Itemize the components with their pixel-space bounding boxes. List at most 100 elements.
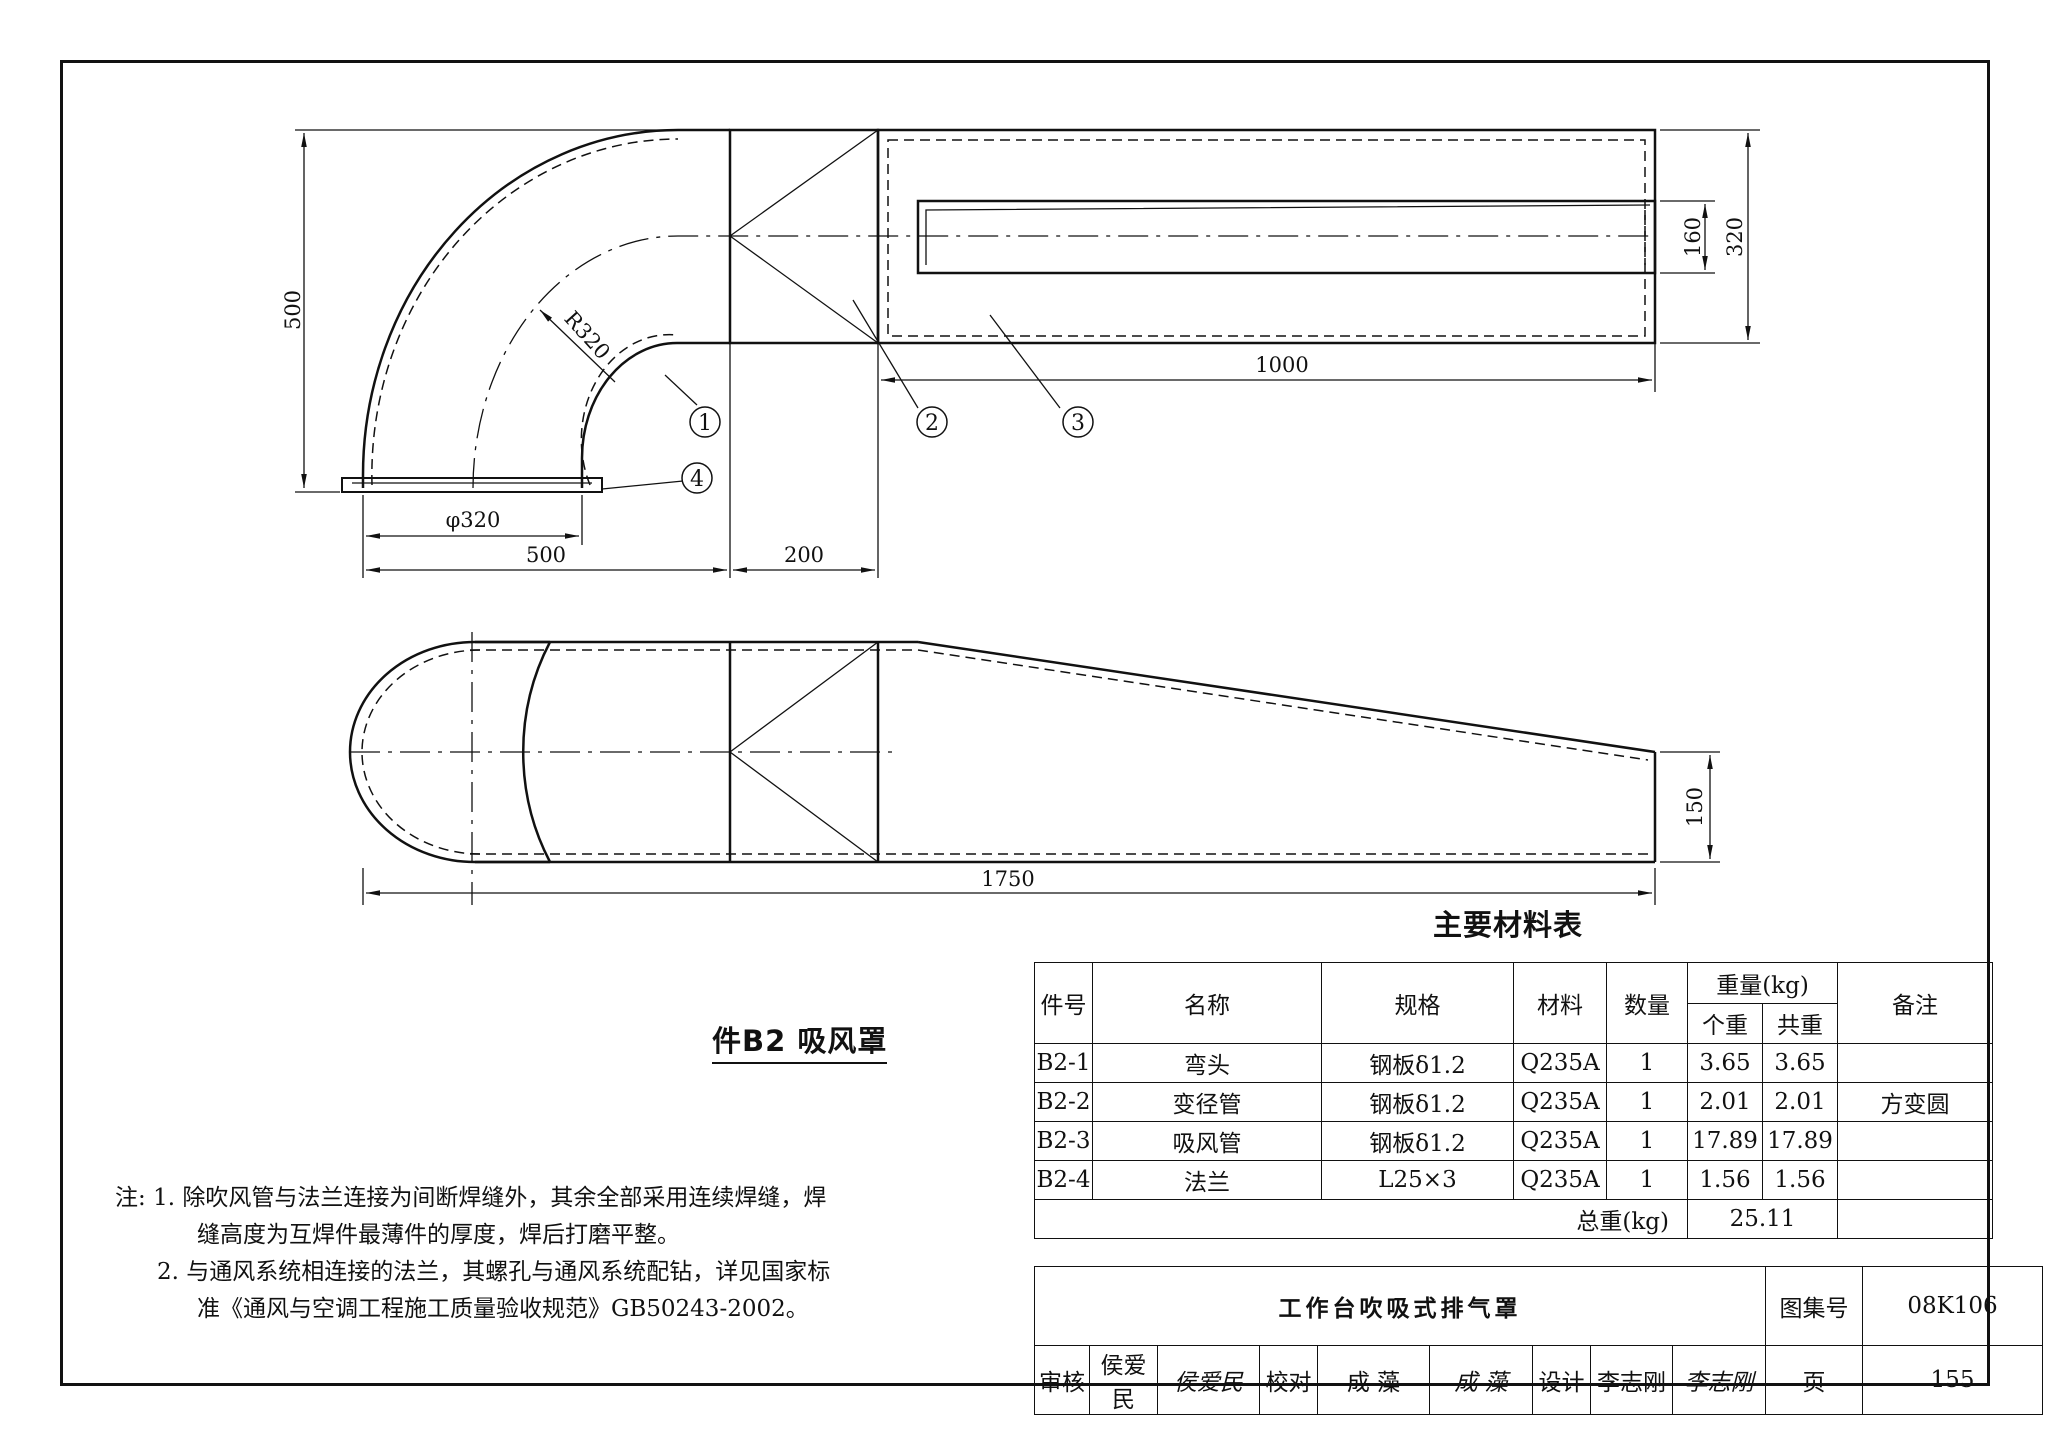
designer-name: 李志刚 xyxy=(1590,1345,1673,1415)
dim-160: 160 xyxy=(1681,217,1705,257)
top-view xyxy=(341,128,1657,493)
checker-signature: 成 藻 xyxy=(1429,1345,1533,1415)
plan-dim-labels: 150 1750 xyxy=(981,787,1707,891)
dim-phi320: φ320 xyxy=(446,508,501,532)
elbow-inner-dash xyxy=(580,333,678,486)
cell-no: B2-3 xyxy=(1034,1121,1093,1161)
cell-total-weight: 2.01 xyxy=(1762,1082,1838,1122)
design-label: 设计 xyxy=(1532,1345,1591,1415)
table-row: B2-4 法兰 L25×3 Q235A 1 1.56 1.56 xyxy=(1034,1160,1993,1200)
table-row: B2-1 弯头 钢板δ1.2 Q235A 1 3.65 3.65 xyxy=(1034,1043,1993,1083)
cell-total-weight: 3.65 xyxy=(1762,1043,1838,1083)
header-weight: 重量(kg) xyxy=(1687,962,1838,1004)
atlas-label: 图集号 xyxy=(1765,1266,1863,1346)
check-label: 校对 xyxy=(1259,1345,1318,1415)
header-no: 件号 xyxy=(1034,962,1093,1044)
dim-150: 150 xyxy=(1683,787,1707,827)
dim-320-right: 320 xyxy=(1723,217,1747,257)
table-subheader-row: 个重 共重 xyxy=(1035,1002,1993,1044)
bubble-4: 4 xyxy=(690,467,704,492)
cell-qty: 1 xyxy=(1606,1082,1688,1122)
cell-name: 弯头 xyxy=(1092,1043,1322,1083)
header-remark: 备注 xyxy=(1837,962,1993,1044)
atlas-number: 08K106 xyxy=(1862,1266,2043,1346)
notes: 注: 1. 除吹风管与法兰连接为间断焊缝外，其余全部采用连续焊缝，焊 缝高度为互… xyxy=(115,1180,915,1328)
dim-1750: 1750 xyxy=(981,867,1034,891)
cell-name: 法兰 xyxy=(1092,1160,1322,1200)
note-2-line-1: 2. 与通风系统相连接的法兰，其螺孔与通风系统配钻，详见国家标 xyxy=(157,1259,831,1285)
flange xyxy=(341,477,603,493)
total-label: 总重(kg) xyxy=(1034,1199,1688,1239)
total-value: 25.11 xyxy=(1687,1199,1838,1239)
checker-name: 成 藻 xyxy=(1317,1345,1430,1415)
plan-dimensions xyxy=(362,751,1720,905)
header-unit-weight: 个重 xyxy=(1687,1002,1763,1044)
cell-unit-weight: 1.56 xyxy=(1687,1160,1763,1200)
cell-spec: 钢板δ1.2 xyxy=(1321,1082,1514,1122)
reviewer-name: 侯爱民 xyxy=(1089,1345,1158,1415)
bubble-1: 1 xyxy=(698,411,712,436)
bubble-labels: 1 2 3 4 xyxy=(690,411,1085,492)
designer-signature: 李志刚 xyxy=(1672,1345,1766,1415)
table-row: B2-2 变径管 钢板δ1.2 Q235A 1 2.01 2.01 方变圆 xyxy=(1034,1082,1993,1122)
cell-total-weight: 17.89 xyxy=(1762,1121,1838,1161)
elbow-outer xyxy=(361,128,730,488)
title-block: 工作台吹吸式排气罩 图集号 08K106 审核 侯爱民 侯爱民 校对 成 藻 成… xyxy=(1034,1266,2043,1415)
cell-qty: 1 xyxy=(1606,1043,1688,1083)
drawing-title: 工作台吹吸式排气罩 xyxy=(1034,1266,1766,1346)
cell-unit-weight: 17.89 xyxy=(1687,1121,1763,1161)
header-total-weight: 共重 xyxy=(1762,1002,1838,1044)
cell-qty: 1 xyxy=(1606,1121,1688,1161)
material-table-title: 主要材料表 xyxy=(1433,908,1584,942)
cell-no: B2-2 xyxy=(1034,1082,1093,1122)
dim-200: 200 xyxy=(784,543,824,567)
bubble-3: 3 xyxy=(1071,411,1085,436)
cell-name: 变径管 xyxy=(1092,1082,1322,1122)
dim-500-bottom: 500 xyxy=(526,543,566,567)
cell-qty: 1 xyxy=(1606,1160,1688,1200)
part-title: 件B2 吸风罩 xyxy=(712,1018,888,1064)
header-name: 名称 xyxy=(1092,962,1322,1044)
bubble-2: 2 xyxy=(925,411,939,436)
elbow-outer-dash xyxy=(371,138,679,486)
transition-top xyxy=(728,128,880,345)
cell-no: B2-4 xyxy=(1034,1160,1093,1200)
header-spec: 规格 xyxy=(1321,962,1514,1044)
note-1-text: 1. 除吹风管与法兰连接为间断焊缝外，其余全部采用连续焊缝，焊 xyxy=(153,1185,827,1211)
cell-remark xyxy=(1837,1160,1993,1200)
top-dimensions xyxy=(295,129,1760,578)
cell-unit-weight: 2.01 xyxy=(1687,1082,1763,1122)
cell-material: Q235A xyxy=(1513,1043,1607,1083)
cell-material: Q235A xyxy=(1513,1160,1607,1200)
cell-total-weight: 1.56 xyxy=(1762,1160,1838,1200)
table-row: B2-3 吸风管 钢板δ1.2 Q235A 1 17.89 17.89 xyxy=(1034,1121,1993,1161)
note-1-line-2: 缝高度为互焊件最薄件的厚度，焊后打磨平整。 xyxy=(197,1222,680,1248)
table-header-row: 件号 名称 规格 材料 数量 重量(kg) 备注 xyxy=(1034,962,1993,1044)
cell-spec: L25×3 xyxy=(1321,1160,1514,1200)
total-remark xyxy=(1837,1199,1993,1239)
header-qty: 数量 xyxy=(1606,962,1688,1044)
dim-1000: 1000 xyxy=(1255,353,1308,377)
page-number: 155 xyxy=(1862,1345,2043,1415)
slot xyxy=(916,199,1657,275)
cell-name: 吸风管 xyxy=(1092,1121,1322,1161)
elbow-centerline xyxy=(472,235,1655,489)
title-row: 工作台吹吸式排气罩 图集号 08K106 xyxy=(1034,1266,2043,1346)
plan-view xyxy=(348,632,1657,905)
note-1-line-1: 注: 1. 除吹风管与法兰连接为间断焊缝外，其余全部采用连续焊缝，焊 xyxy=(115,1180,915,1217)
cell-remark xyxy=(1837,1043,1993,1083)
header-material: 材料 xyxy=(1513,962,1607,1044)
page-label: 页 xyxy=(1765,1345,1863,1415)
cell-material: Q235A xyxy=(1513,1082,1607,1122)
reviewer-signature: 侯爱民 xyxy=(1157,1345,1260,1415)
part-bubbles xyxy=(681,406,1094,494)
note-2-line-2: 准《通风与空调工程施工质量验收规范》GB50243-2002。 xyxy=(197,1296,809,1322)
cell-no: B2-1 xyxy=(1034,1043,1093,1083)
review-label: 审核 xyxy=(1034,1345,1090,1415)
notes-prefix: 注: xyxy=(115,1185,146,1211)
dim-500-left: 500 xyxy=(281,290,305,330)
sheet-frame xyxy=(60,60,1990,1386)
cell-material: Q235A xyxy=(1513,1121,1607,1161)
